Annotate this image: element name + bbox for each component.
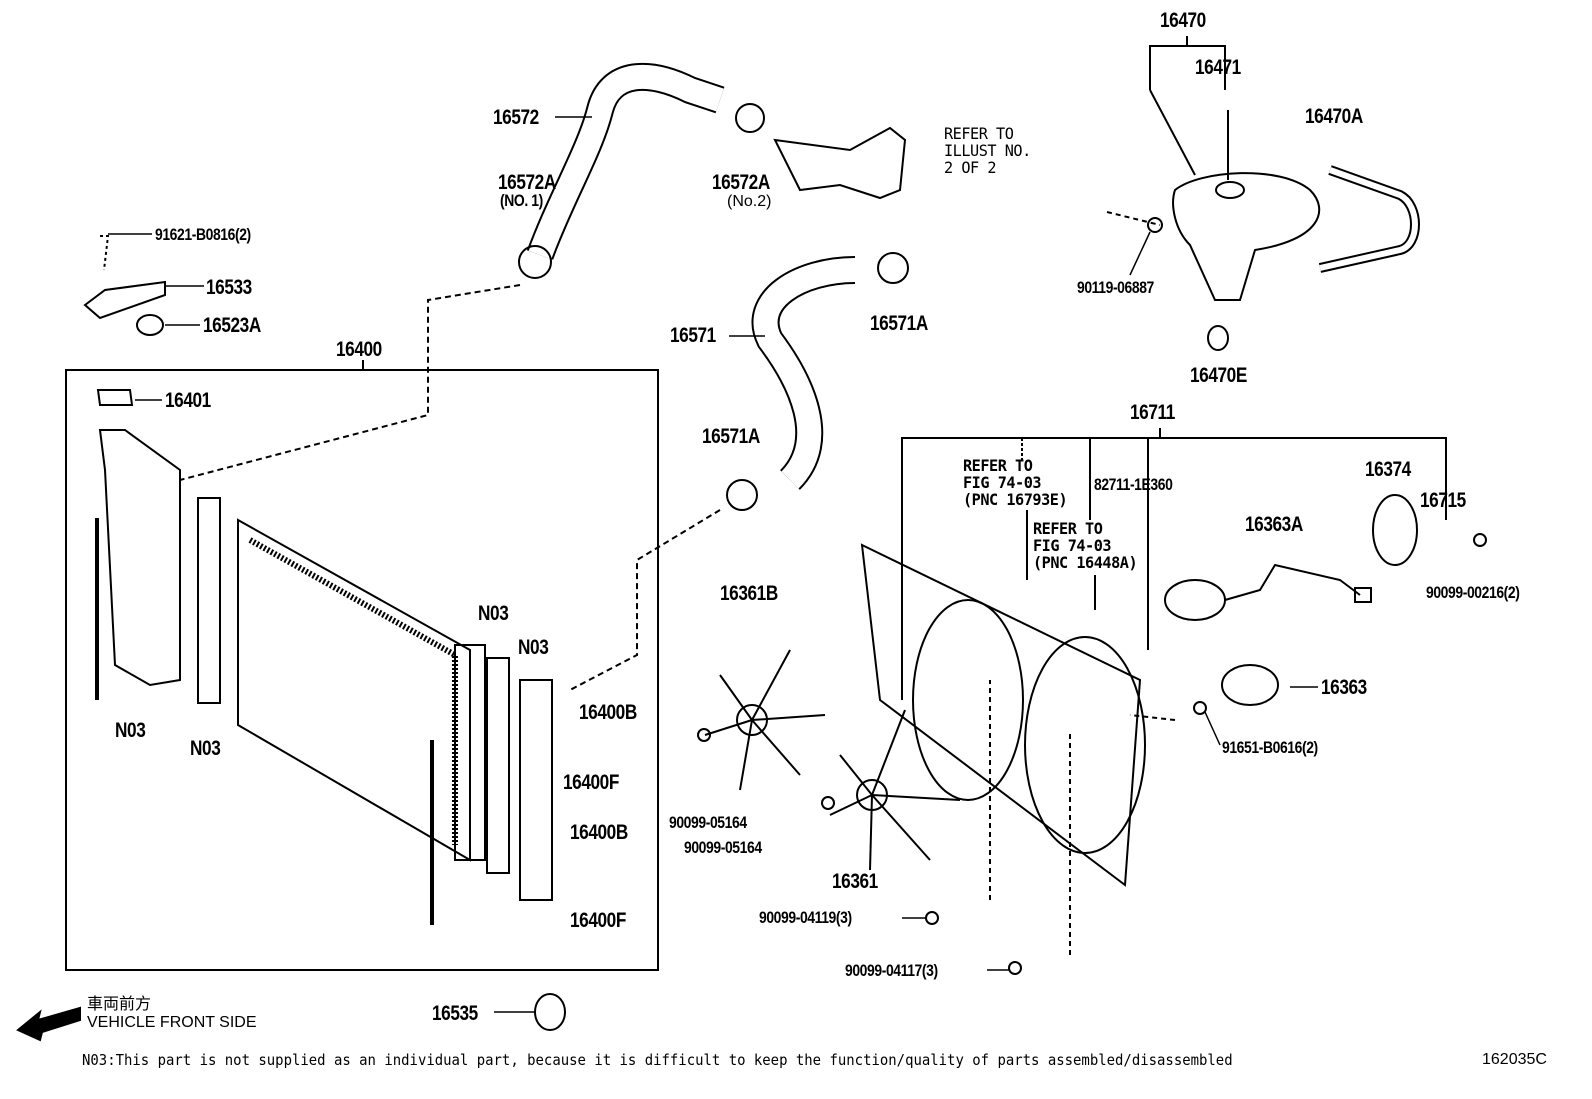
part-label: 16400 — [336, 338, 382, 361]
part-label: 90119-06887 — [1077, 278, 1154, 297]
part-label: 90099-05164 — [669, 813, 747, 832]
radiator-assembly-box — [65, 369, 659, 971]
part-label: 16572 — [493, 106, 539, 129]
part-label: 16400F — [563, 771, 619, 794]
cooling-fan-16361 — [829, 709, 961, 871]
bracket-16533 — [83, 280, 166, 320]
cooling-fan-16361B — [704, 649, 826, 791]
cushion-16470E — [1207, 325, 1229, 351]
illustration-id: 162035C — [1482, 1051, 1547, 1068]
part-label: N03 — [115, 719, 146, 742]
part-label: 16523A — [203, 314, 261, 337]
part-label: 82711-1E360 — [1094, 475, 1173, 494]
footnote: N03:This part is not supplied as an indi… — [82, 1051, 1233, 1069]
part-label: 90099-04119(3) — [759, 908, 852, 927]
part-label: 16401 — [165, 389, 211, 412]
part-label: 16571 — [670, 324, 716, 347]
part-label: 91651-B0616(2) — [1222, 738, 1318, 757]
part-label: 91621-B0816(2) — [155, 225, 251, 244]
part-label: 16400F — [570, 909, 626, 932]
part-label: 16400B — [579, 701, 637, 724]
part-label: 16572A — [712, 171, 770, 194]
part-label: 16470A — [1305, 105, 1363, 128]
hose-clamp-2 — [735, 103, 765, 133]
part-label: 16400B — [570, 821, 628, 844]
radiator-core — [237, 518, 471, 862]
shroud-ring-left — [912, 599, 1024, 801]
fan-shroud-bracket — [901, 437, 1447, 700]
part-label: 16535 — [432, 1002, 478, 1025]
vehicle-front-label: VEHICLE FRONT SIDE — [87, 1014, 257, 1031]
reservoir-tank — [1172, 172, 1321, 301]
part-label: 16715 — [1420, 489, 1466, 512]
vehicle-front-label-jp: 車両前方 — [87, 996, 152, 1013]
part-label: 16571A — [870, 312, 928, 335]
fan-motor-16363 — [1221, 664, 1279, 706]
radiator-right-tank — [519, 679, 553, 901]
part-label: 16571A — [702, 425, 760, 448]
cushion-16523A — [136, 314, 164, 336]
part-label-sub: (No.2) — [727, 193, 772, 210]
part-label: 90099-00216(2) — [1426, 583, 1520, 602]
part-label: 16361B — [720, 582, 778, 605]
arrow-down-left-icon — [16, 1006, 81, 1042]
part-label: 16533 — [206, 276, 252, 299]
part-label-sub: (NO. 1) — [500, 191, 543, 210]
hose-clamp-4 — [726, 479, 758, 511]
radiator-cap-16401 — [96, 389, 134, 406]
gasket-left — [197, 497, 221, 704]
fan-motor-16363A — [1164, 579, 1226, 621]
hose-clamp-3 — [877, 252, 909, 284]
shroud-ring-right — [1024, 636, 1146, 854]
radiator-right-header — [454, 644, 486, 861]
refer-note: REFER TO FIG 74-03 (PNC 16793E) — [963, 456, 1068, 509]
gasket-right — [486, 657, 510, 874]
part-label: 90099-04117(3) — [845, 961, 938, 980]
part-label: N03 — [518, 636, 549, 659]
part-label: 16361 — [832, 870, 878, 893]
part-label: 16572A — [498, 171, 556, 194]
part-label: 90099-05164 — [684, 838, 762, 857]
part-label: N03 — [190, 737, 221, 760]
part-label: 16470E — [1190, 364, 1247, 387]
cushion-16535 — [534, 993, 566, 1031]
part-label: 16363A — [1245, 513, 1303, 536]
fan-shroud — [860, 543, 1142, 887]
water-outlet — [773, 126, 907, 200]
radiator-left-tank — [98, 429, 181, 687]
refer-note: REFER TO ILLUST NO. 2 OF 2 — [944, 124, 1031, 177]
part-label: 16471 — [1195, 56, 1241, 79]
motor-cover-16374 — [1372, 494, 1418, 566]
part-label: 16363 — [1321, 676, 1367, 699]
part-label: 16711 — [1130, 401, 1175, 424]
refer-note: REFER TO FIG 74-03 (PNC 16448A) — [1033, 519, 1138, 572]
hose-clamp-1 — [518, 245, 552, 279]
part-label: N03 — [478, 602, 509, 625]
part-label: 16470 — [1160, 9, 1206, 32]
part-label: 16374 — [1365, 458, 1411, 481]
